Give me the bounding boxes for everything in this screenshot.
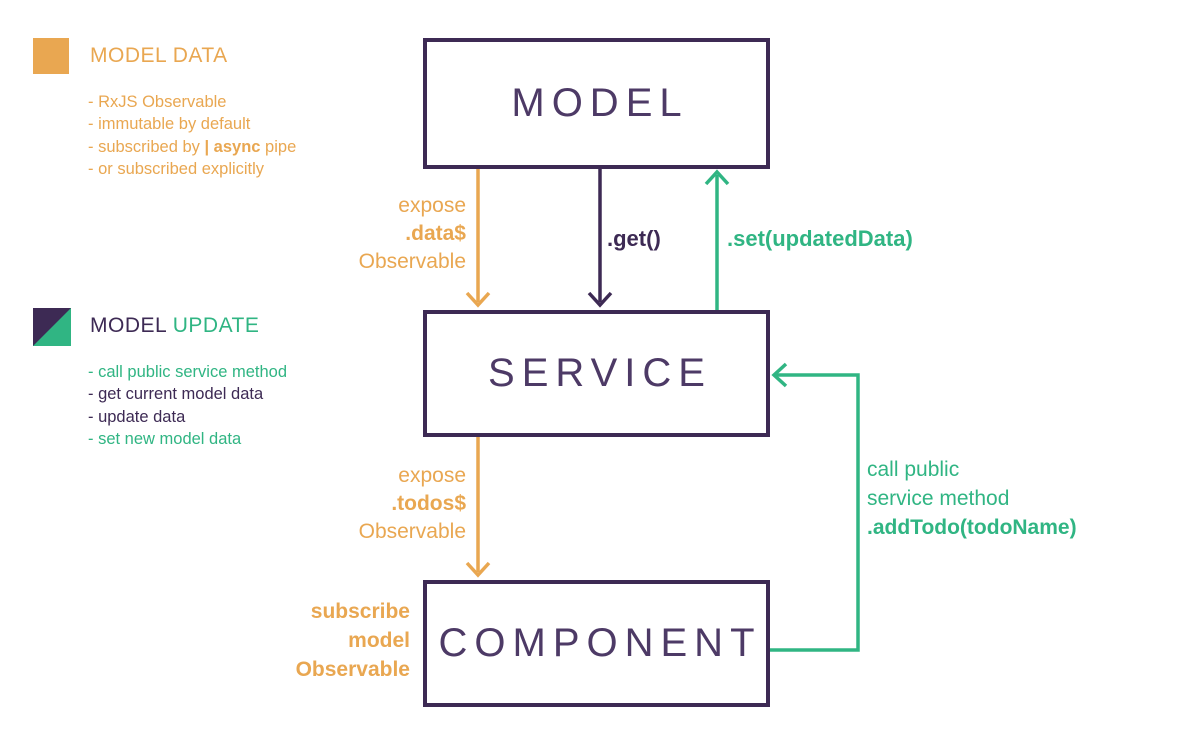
legend-item: - get current model data <box>88 385 264 404</box>
component-box-label: COMPONENT <box>438 621 762 665</box>
expose-todos-arrow <box>465 437 491 578</box>
service-box-label: SERVICE <box>488 351 712 395</box>
legend-item: - or subscribed explicitly <box>88 159 265 178</box>
add-todo-arrow <box>770 362 860 652</box>
legend-item: - call public service method <box>88 363 287 381</box>
model-data-swatch-icon <box>33 38 69 74</box>
model-box: MODEL <box>423 38 770 169</box>
model-update-legend-list: - call public service method - get curre… <box>88 361 287 450</box>
expose-data-arrow <box>465 169 491 308</box>
get-label: .get() <box>607 226 661 251</box>
legend-item: - update data <box>88 407 186 426</box>
add-todo-label: call public service method .addTodo(todo… <box>867 458 1077 539</box>
set-label: .set(updatedData) <box>727 226 913 251</box>
legend-item: - immutable by default <box>88 115 251 134</box>
legend-item: - set new model data <box>88 429 242 448</box>
model-update-swatch-icon <box>33 308 71 346</box>
service-box: SERVICE <box>423 310 770 437</box>
component-box: COMPONENT <box>423 580 770 707</box>
model-data-legend-list: - RxJS Observable - immutable by default… <box>88 91 296 180</box>
expose-data-label: expose .data$ Observable <box>358 194 466 273</box>
model-update-legend-title: MODEL UPDATE <box>90 314 260 337</box>
model-data-legend-title: MODEL DATA <box>90 44 228 67</box>
subscribe-label: subscribe model Observable <box>295 600 410 681</box>
set-arrow <box>704 169 730 310</box>
legend-item: - RxJS Observable <box>88 93 227 111</box>
legend-item: - subscribed by | async pipe <box>88 137 297 156</box>
model-box-label: MODEL <box>511 81 689 125</box>
expose-todos-label: expose .todos$ Observable <box>358 464 466 543</box>
